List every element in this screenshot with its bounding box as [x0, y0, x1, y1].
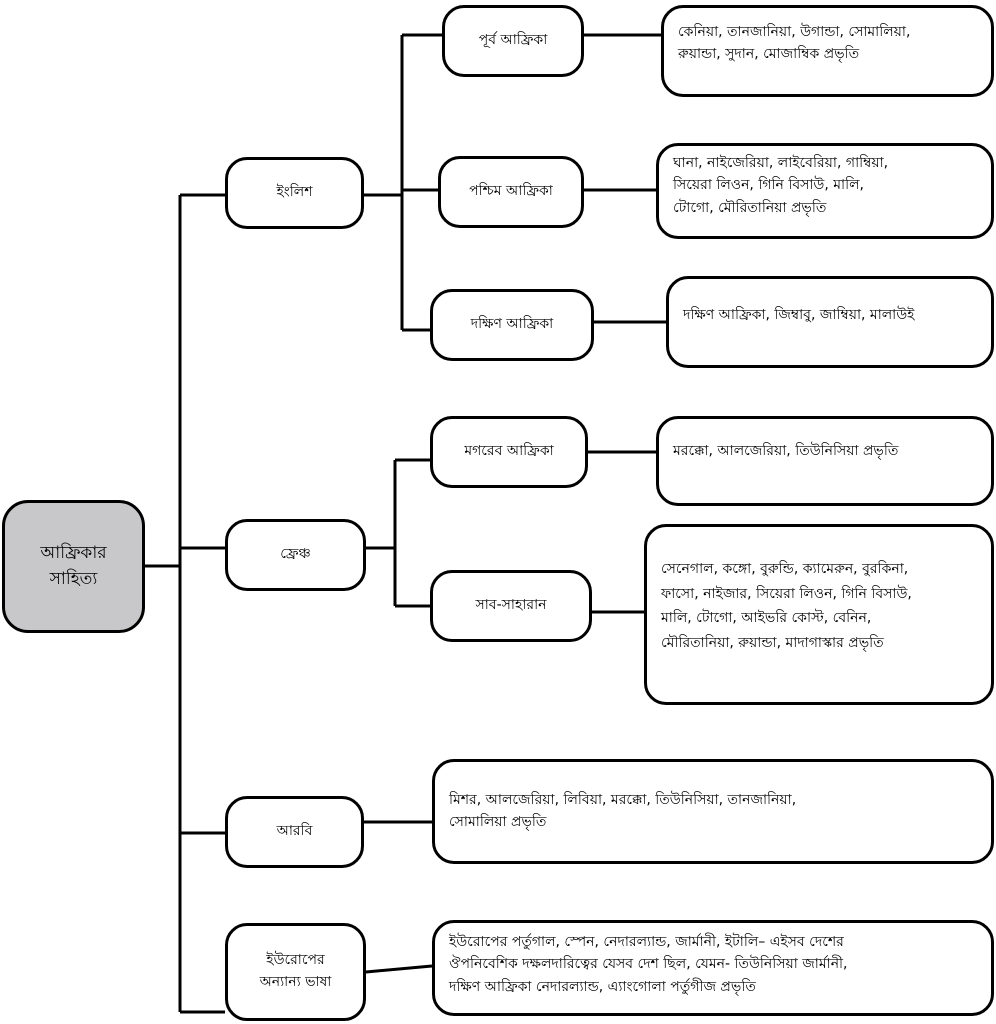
- european-label-line-2: অন্যান্য ভাষা: [259, 974, 332, 990]
- subsahara-label: সাব-সাহারান: [475, 597, 547, 614]
- english-node: ইংলিশ: [225, 157, 364, 229]
- european-node: ইউরোপের অন্যান্য ভাষা: [225, 923, 366, 1021]
- west-line-2: সিয়েরা লিওন, গিনি বিসাউ, মালি,: [673, 177, 864, 194]
- arabic-node: আরবি: [225, 796, 364, 868]
- east-line-1: কেনিয়া, তানজানিয়া, উগান্ডা, সোমালিয়া,: [678, 24, 911, 40]
- european-label-line-1: ইউরোপের: [266, 952, 325, 969]
- root-label-line-2: সাহিত্য: [49, 568, 98, 589]
- subsahara-line-3: মালি, টোগো, আইভরি কোস্ট, বেনিন,: [661, 610, 872, 626]
- south-line-1: দক্ষিণ আফ্রিকা, জিম্বাবু, জাম্বিয়া, মাল…: [683, 307, 915, 323]
- south-africa-node: দক্ষিণ আফ্রিকা: [430, 289, 594, 361]
- arabic-line-1: মিশর, আলজেরিয়া, লিবিয়া, মরক্কো, তিউনিস…: [449, 792, 797, 808]
- arabic-label: আরবি: [276, 823, 313, 840]
- root-node: আফ্রিকার সাহিত্য: [2, 500, 145, 633]
- subsahara-node: সাব-সাহারান: [430, 570, 592, 642]
- maghreb-africa-label: মগরেব আফ্রিকা: [464, 443, 554, 460]
- west-africa-label: পশ্চিম আফ্রিকা: [469, 183, 553, 200]
- east-africa-countries: কেনিয়া, তানজানিয়া, উগান্ডা, সোমালিয়া,…: [661, 5, 994, 97]
- european-countries: ইউরোপের পর্তুগাল, স্পেন, নেদারল্যান্ড, জ…: [432, 920, 994, 1016]
- west-line-3: টোগো, মৌরিতানিয়া প্রভৃতি: [673, 199, 827, 216]
- arabic-countries: মিশর, আলজেরিয়া, লিবিয়া, মরক্কো, তিউনিস…: [432, 759, 994, 864]
- east-line-2: রুয়ান্ডা, সুদান, মোজাম্বিক প্রভৃতি: [678, 45, 860, 62]
- french-label: ফ্রেঞ্চ: [280, 546, 311, 563]
- maghreb-line-1: মরক্কো, আলজেরিয়া, তিউনিসিয়া প্রভৃতি: [673, 443, 899, 459]
- subsahara-line-2: ফাসো, নাইজার, সিয়েরা লিওন, গিনি বিসাউ,: [661, 585, 912, 602]
- european-line-1: ইউরোপের পর্তুগাল, স্পেন, নেদারল্যান্ড, জ…: [449, 934, 844, 950]
- west-africa-countries: ঘানা, নাইজেরিয়া, লাইবেরিয়া, গাম্বিয়া,…: [656, 143, 994, 239]
- subsahara-line-4: মৌরিতানিয়া, রুয়ান্ডা, মাদাগাস্কার প্রভ…: [661, 634, 884, 651]
- subsahara-line-1: সেনেগাল, কঙ্গো, বুরুন্ডি, ক্যামেরুন, বুর…: [661, 561, 909, 577]
- west-line-1: ঘানা, নাইজেরিয়া, লাইবেরিয়া, গাম্বিয়া,: [673, 155, 889, 171]
- european-line-2: ঔপনিবেশিক দক্ষলদারিত্বের যেসব দেশ ছিল, য…: [449, 956, 848, 973]
- south-africa-countries: দক্ষিণ আফ্রিকা, জিম্বাবু, জাম্বিয়া, মাল…: [666, 276, 994, 368]
- subsahara-countries: সেনেগাল, কঙ্গো, বুরুন্ডি, ক্যামেরুন, বুর…: [644, 524, 994, 705]
- french-node: ফ্রেঞ্চ: [225, 519, 366, 591]
- south-africa-label: দক্ষিণ আফ্রিকা: [470, 316, 554, 333]
- west-africa-node: পশ্চিম আফ্রিকা: [438, 156, 584, 228]
- east-africa-node: পূর্ব আফ্রিকা: [442, 5, 584, 77]
- arabic-line-2: সোমালিয়া প্রভৃতি: [449, 813, 547, 830]
- maghreb-africa-countries: মরক্কো, আলজেরিয়া, তিউনিসিয়া প্রভৃতি: [656, 416, 994, 506]
- european-line-3: দক্ষিণ আফ্রিকা নেদারল্যান্ড, এ্যাংগোলা প…: [449, 978, 756, 995]
- maghreb-africa-node: মগরেব আফ্রিকা: [430, 416, 588, 488]
- east-africa-label: পূর্ব আফ্রিকা: [478, 32, 548, 49]
- root-label-line-1: আফ্রিকার: [40, 543, 107, 563]
- european-leaf-connector: [365, 964, 433, 974]
- english-label: ইংলিশ: [276, 184, 313, 201]
